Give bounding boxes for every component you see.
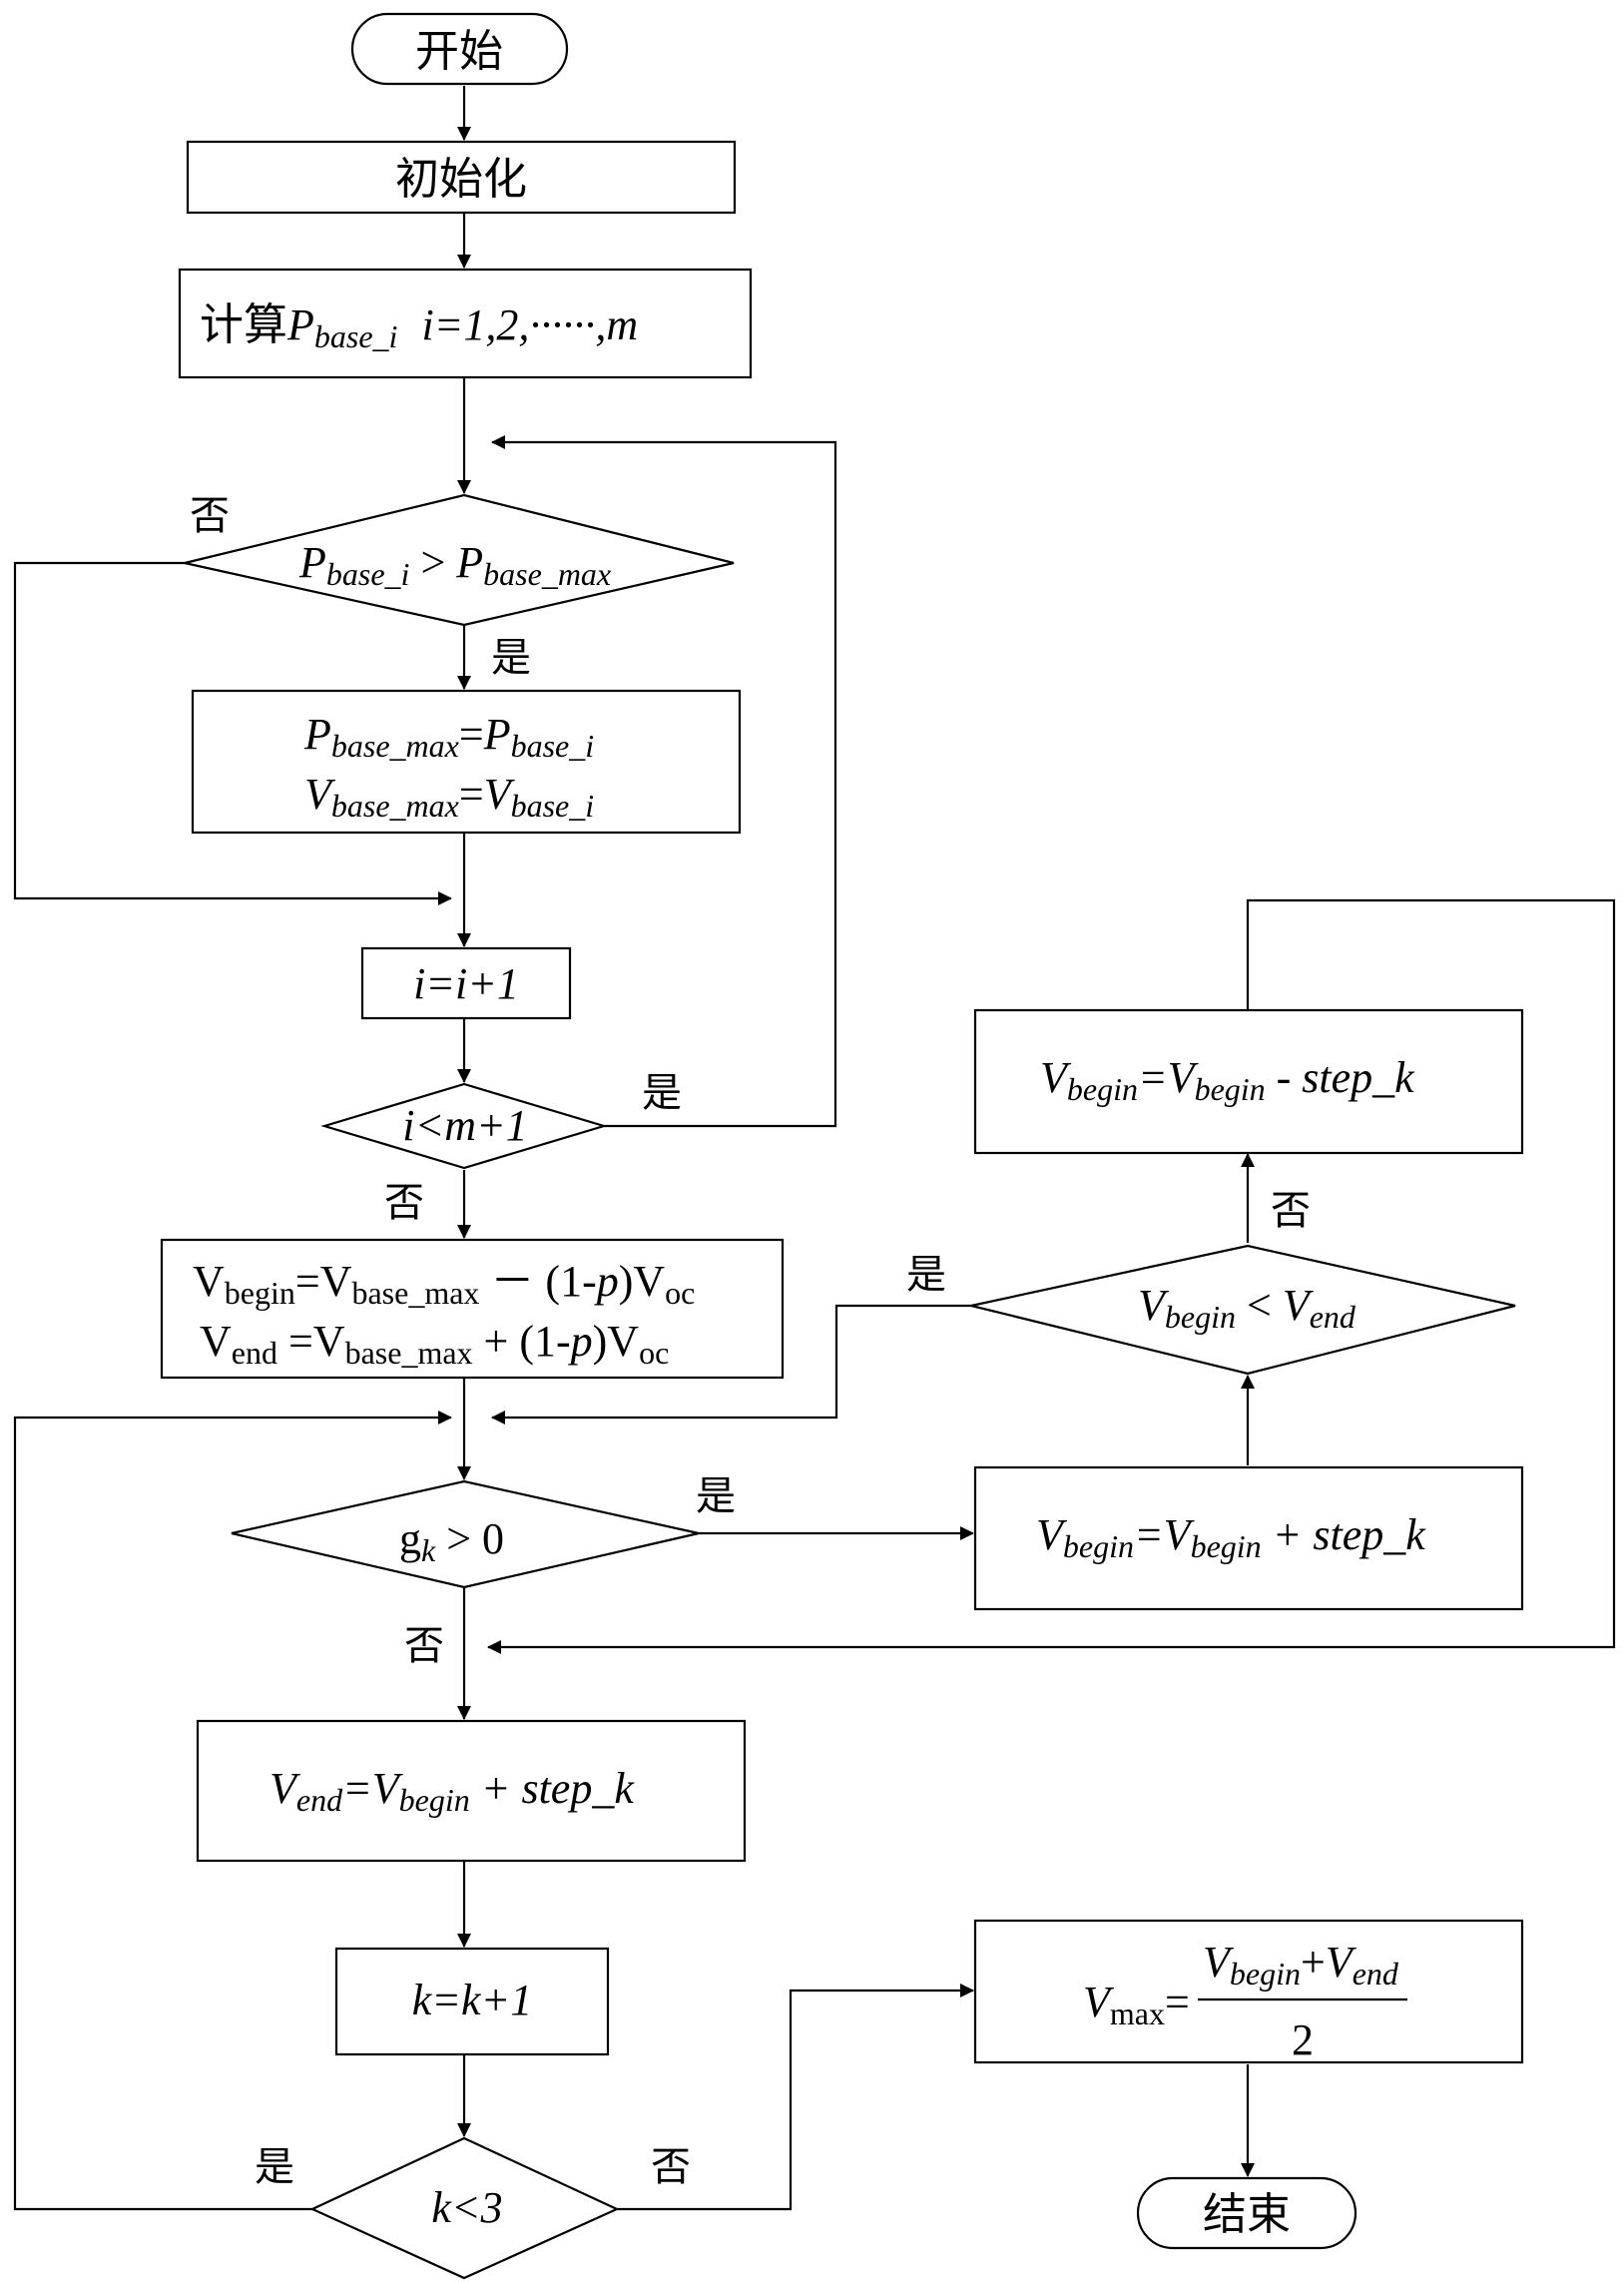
window-l1-b-sub: base_max	[351, 1275, 479, 1311]
cond2-yes-label: 是	[642, 1070, 682, 1116]
window-l1-a-sub: begin	[225, 1275, 295, 1311]
cond1-rhs-sub: base_max	[483, 556, 611, 592]
cond4-op: <	[1236, 1281, 1283, 1330]
cond1-rhs: P	[455, 538, 483, 587]
window-l1-a: V	[193, 1257, 225, 1306]
assign1-l2-lhs-sub: base_max	[331, 788, 459, 824]
stepdown-b: =V	[1138, 1053, 1200, 1102]
window-l1-b: =V	[295, 1257, 352, 1306]
cond1-lhs-sub: base_i	[326, 556, 410, 592]
window-l2-d-sub: oc	[639, 1335, 669, 1371]
start-label: 开始	[415, 26, 503, 77]
stepdown-c: - step_k	[1266, 1053, 1416, 1102]
window-l1-d: )V	[619, 1257, 666, 1306]
window-l2-p: p	[568, 1317, 593, 1366]
assign1-l1-rhs: P	[483, 710, 511, 759]
window-l2-c: + (1-	[473, 1317, 571, 1366]
cond2-no-label: 否	[384, 1180, 424, 1226]
inc-k-label: k=k+1	[412, 1976, 532, 2024]
assign1-l1-eq: =	[459, 710, 484, 759]
cond4-no-label: 否	[1271, 1188, 1311, 1234]
stepdown-a-sub: begin	[1067, 1071, 1138, 1107]
assign1-l1-lhs: P	[303, 710, 331, 759]
setend-b-sub: begin	[399, 1782, 470, 1818]
cond3-text: gk > 0	[399, 1514, 504, 1568]
cond4-b-sub: end	[1310, 1299, 1356, 1335]
setend-c: + step_k	[470, 1764, 636, 1813]
cond1-no-label: 否	[190, 493, 230, 539]
cond5-label: k<3	[431, 2183, 502, 2232]
vmax-lhs-sub: max	[1110, 1996, 1165, 2031]
window-l2-b-sub: base_max	[345, 1335, 473, 1371]
vmax-denominator: 2	[1292, 2015, 1314, 2064]
cond3-g-sub: k	[421, 1532, 436, 1568]
vmax-num-a-sub: begin	[1230, 1956, 1301, 1992]
cond3-yes-label: 是	[696, 1473, 736, 1519]
setend-b: =V	[342, 1764, 404, 1813]
assign1-l2-rhs-sub: base_i	[511, 788, 595, 824]
vmax-num-b-sub: end	[1353, 1956, 1399, 1992]
window-l2-d: )V	[593, 1317, 640, 1366]
init-label: 初始化	[395, 154, 527, 205]
vmax-eq: =	[1165, 1978, 1190, 2026]
cond3-rest: > 0	[435, 1514, 504, 1563]
cond1-lhs: P	[298, 538, 326, 587]
stepup-c: + step_k	[1262, 1510, 1427, 1559]
cond1-yes-label: 是	[491, 635, 531, 681]
vmax-box	[975, 1921, 1522, 2062]
cond5-no-label: 否	[651, 2144, 691, 2190]
calc-range: i=1,2,······,m	[421, 300, 638, 349]
setend-a-sub: end	[296, 1782, 343, 1818]
end-label: 结束	[1203, 2189, 1291, 2240]
assign1-l1-rhs-sub: base_i	[511, 728, 595, 764]
window-l1-p: p	[594, 1257, 619, 1306]
stepup-b: =V	[1134, 1510, 1196, 1559]
stepup-a-sub: begin	[1063, 1528, 1134, 1564]
window-l2-a: V	[200, 1317, 232, 1366]
vmax-num-plus: +	[1301, 1938, 1326, 1987]
cond4-a-sub: begin	[1165, 1299, 1236, 1335]
cond5-yes-label: 是	[255, 2144, 294, 2190]
cond3-g: g	[399, 1514, 421, 1563]
calc-var: P	[286, 300, 314, 349]
window-l1-d-sub: oc	[665, 1275, 695, 1311]
cond4-yes-label: 是	[906, 1252, 946, 1298]
assign1-l1-lhs-sub: base_max	[331, 728, 459, 764]
window-l1-c: － (1-	[479, 1257, 596, 1306]
cond3-no-label: 否	[404, 1623, 444, 1669]
stepdown-b-sub: begin	[1195, 1071, 1266, 1107]
window-l2-b: =V	[277, 1317, 345, 1366]
window-l2-a-sub: end	[232, 1335, 277, 1371]
calc-sub: base_i	[314, 318, 398, 354]
stepup-b-sub: begin	[1191, 1528, 1262, 1564]
cond2-label: i<m+1	[402, 1101, 527, 1150]
inc-i-label: i=i+1	[413, 959, 519, 1008]
calc-prefix: 计算	[200, 299, 287, 350]
assign1-l2-eq: =	[459, 770, 484, 819]
cond1-op: >	[409, 538, 456, 587]
